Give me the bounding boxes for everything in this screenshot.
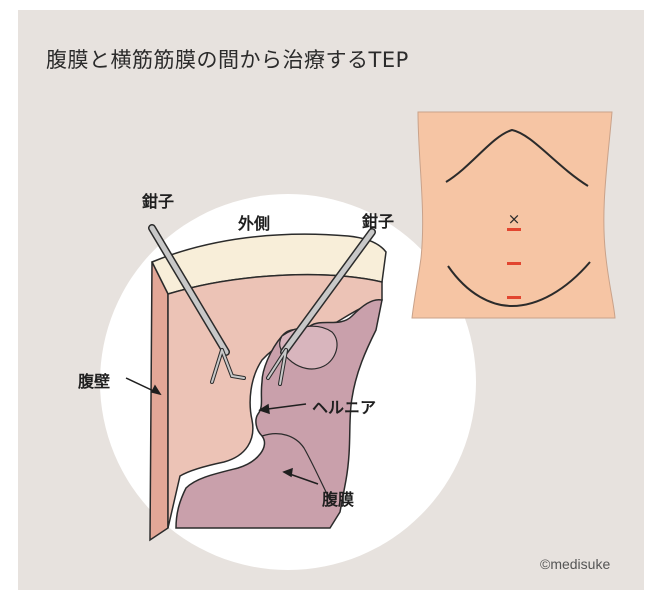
label-hernia: ヘルニア — [312, 394, 376, 418]
incision-mark — [507, 228, 521, 231]
incision-mark — [507, 262, 521, 265]
label-abdominal-wall: 腹壁 — [78, 368, 110, 392]
label-forceps-right: 鉗子 — [362, 208, 394, 232]
torso-illustration: × — [412, 112, 615, 318]
incision-mark — [507, 296, 521, 299]
label-forceps-left: 鉗子 — [142, 188, 174, 212]
label-peritoneum: 腹膜 — [322, 486, 354, 510]
label-outer-side: 外側 — [238, 210, 270, 234]
credit-text: ©medisuke — [540, 556, 610, 572]
umbilical-marker: × — [508, 210, 521, 228]
